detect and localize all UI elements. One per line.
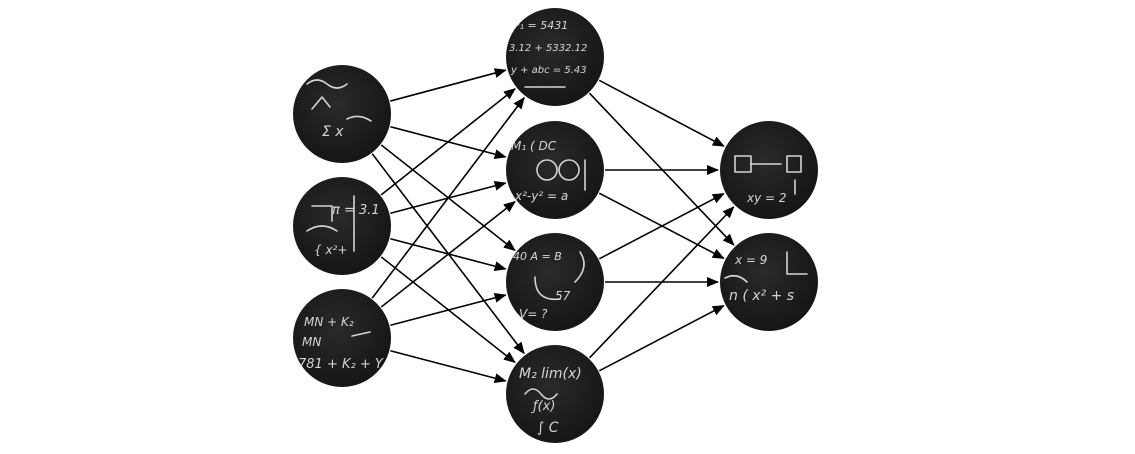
chalkboard-circle xyxy=(506,121,604,219)
nodes-group: Σ x π = 3.1 { x²+ MN + K₂ MN 781 + K₂ + Y₂ P₁ … xyxy=(293,8,818,443)
chalkboard-circle xyxy=(293,289,391,387)
hidden-node-h3: 40 A = B 57 V= ? xyxy=(506,233,604,331)
edge-i2-h1 xyxy=(380,88,516,196)
svg-text:M₂ lim(x): M₂ lim(x) xyxy=(519,366,582,382)
svg-text:M₁ ( DC: M₁ ( DC xyxy=(511,139,557,153)
svg-text:MN: MN xyxy=(302,335,321,349)
edge-i3-h2 xyxy=(380,200,516,308)
chalk-equations-texture: Σ x xyxy=(306,79,372,140)
svg-text:P₁ = 5431: P₁ = 5431 xyxy=(513,19,568,32)
output-node-o1: xy = 2 xyxy=(720,121,818,219)
hidden-node-h2: M₁ ( DC x²-y² = a xyxy=(506,121,604,219)
svg-text:781 + K₂ + Y₂: 781 + K₂ + Y₂ xyxy=(298,357,388,372)
chalk-equations-texture: x = 9 n ( x² + s xyxy=(724,251,808,304)
chalkboard-circle xyxy=(293,177,391,275)
chalk-equations-texture: M₂ lim(x) ƒ(x) ∫ C xyxy=(519,366,582,436)
chalkboard-circle xyxy=(720,121,818,219)
input-node-i1: Σ x xyxy=(293,65,391,163)
svg-text:40 A = B: 40 A = B xyxy=(513,250,562,263)
edge-h4-o1 xyxy=(588,206,735,359)
chalkboard-circle xyxy=(720,233,818,331)
svg-text:xy = 2: xy = 2 xyxy=(746,191,787,205)
svg-text:x = 9: x = 9 xyxy=(734,253,767,267)
edge-i3-h1 xyxy=(371,96,525,299)
chalk-equations-texture: 40 A = B 57 V= ? xyxy=(513,250,585,321)
edge-i3-h4 xyxy=(390,349,507,384)
hidden-node-h4: M₂ lim(x) ƒ(x) ∫ C xyxy=(506,345,604,443)
edge-h3-o1 xyxy=(598,192,725,260)
chalk-equations-texture: MN + K₂ MN 781 + K₂ + Y₂ xyxy=(298,315,388,372)
edge-h1-o2 xyxy=(588,92,735,246)
svg-text:ƒ(x): ƒ(x) xyxy=(530,399,555,414)
input-node-i3: MN + K₂ MN 781 + K₂ + Y₂ xyxy=(293,289,391,387)
chalk-equations-texture: M₁ ( DC x²-y² = a xyxy=(511,139,586,203)
chalkboard-circle xyxy=(506,345,604,443)
hidden-node-h1: P₁ = 5431 3.12 + 5332.12 y + abc = 5.43 xyxy=(506,8,604,106)
chalkboard-circle xyxy=(506,233,604,331)
chalk-equations-texture: P₁ = 5431 3.12 + 5332.12 y + abc = 5.43 xyxy=(509,19,587,88)
svg-text:y + abc = 5.43: y + abc = 5.43 xyxy=(510,65,587,76)
chalkboard-circle xyxy=(293,65,391,163)
svg-text:∫ C: ∫ C xyxy=(537,420,559,436)
edge-i3-h3 xyxy=(390,292,507,327)
svg-text:n ( x² + s: n ( x² + s xyxy=(729,288,794,304)
svg-text:3.12 + 5332.12: 3.12 + 5332.12 xyxy=(509,43,587,54)
svg-text:57: 57 xyxy=(555,289,571,303)
chalk-equations-texture: π = 3.1 { x²+ xyxy=(306,195,380,257)
svg-text:MN + K₂: MN + K₂ xyxy=(304,315,354,329)
edge-h4-o2 xyxy=(598,304,725,372)
chalkboard-circle xyxy=(506,8,604,106)
edge-h1-o1 xyxy=(598,79,725,147)
svg-text:π = 3.1: π = 3.1 xyxy=(332,203,380,218)
output-node-o2: x = 9 n ( x² + s xyxy=(720,233,818,331)
svg-text:Σ x: Σ x xyxy=(322,124,344,140)
svg-text:{ x²+: { x²+ xyxy=(314,243,347,257)
edge-i1-h1 xyxy=(390,68,507,102)
svg-text:x²-y² = a: x²-y² = a xyxy=(514,189,568,203)
chalk-equations-texture: xy = 2 xyxy=(734,155,802,205)
edges-group xyxy=(371,68,735,384)
svg-text:V= ?: V= ? xyxy=(519,307,548,321)
input-node-i2: π = 3.1 { x²+ xyxy=(293,177,391,275)
